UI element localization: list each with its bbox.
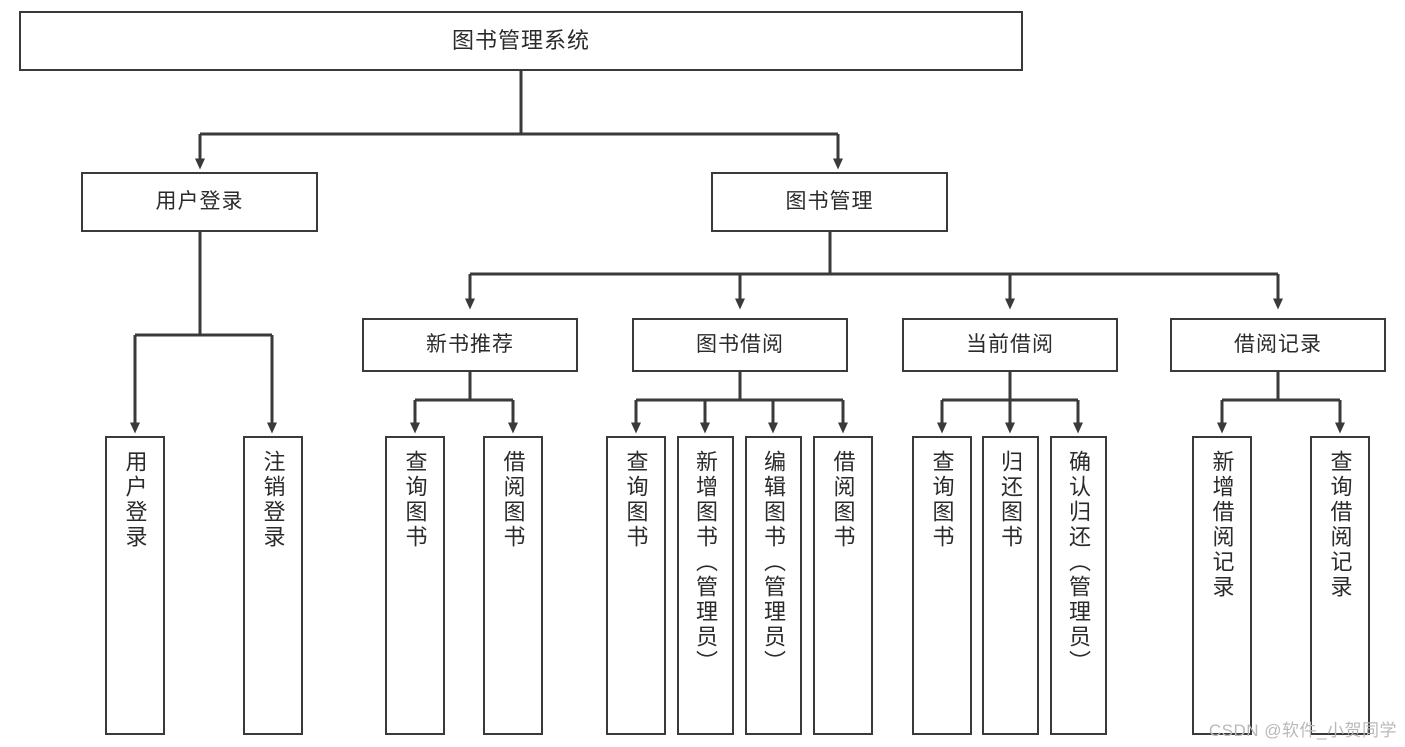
node-label: 新书推荐 (426, 332, 514, 356)
node-label: 查询借阅记录 (1327, 450, 1353, 600)
leaf-borrow-record-query[interactable]: 查询借阅记录 (1310, 436, 1370, 735)
leaf-new-book-query[interactable]: 查询图书 (385, 436, 445, 735)
node-label: 确认归还（管理员） (1066, 450, 1092, 675)
node-book-borrow[interactable]: 图书借阅 (632, 318, 848, 372)
node-label: 当前借阅 (966, 332, 1054, 356)
node-label: 注销登录 (260, 450, 286, 550)
node-label: 编辑图书（管理员） (761, 450, 787, 675)
node-label: 借阅图书 (500, 450, 526, 550)
node-current-borrow[interactable]: 当前借阅 (902, 318, 1118, 372)
leaf-new-book-borrow[interactable]: 借阅图书 (483, 436, 543, 735)
leaf-current-borrow-query[interactable]: 查询图书 (912, 436, 972, 735)
leaf-current-borrow-return[interactable]: 归还图书 (982, 436, 1039, 735)
node-label: 用户登录 (122, 450, 148, 550)
node-label: 图书管理系统 (451, 28, 590, 54)
node-new-book-recommend[interactable]: 新书推荐 (362, 318, 578, 372)
node-label: 查询图书 (623, 450, 649, 550)
node-book-management[interactable]: 图书管理 (711, 172, 948, 232)
leaf-book-borrow-query[interactable]: 查询图书 (606, 436, 666, 735)
csdn-watermark: CSDN @软件_小贺同学 (1208, 721, 1397, 740)
leaf-borrow-record-add[interactable]: 新增借阅记录 (1192, 436, 1252, 735)
node-borrow-record[interactable]: 借阅记录 (1170, 318, 1386, 372)
leaf-book-borrow-add-admin[interactable]: 新增图书（管理员） (677, 436, 734, 735)
node-label: 借阅记录 (1234, 332, 1322, 356)
node-label: 归还图书 (998, 450, 1024, 550)
leaf-book-borrow-edit-admin[interactable]: 编辑图书（管理员） (745, 436, 802, 735)
node-label: 借阅图书 (830, 450, 856, 550)
leaf-book-borrow-borrow[interactable]: 借阅图书 (813, 436, 873, 735)
node-label: 新增图书（管理员） (693, 450, 719, 675)
node-label: 查询图书 (929, 450, 955, 550)
node-label: 查询图书 (402, 450, 428, 550)
leaf-current-borrow-confirm-admin[interactable]: 确认归还（管理员） (1050, 436, 1107, 735)
node-user-login[interactable]: 用户登录 (81, 172, 318, 232)
node-label: 新增借阅记录 (1209, 450, 1235, 600)
leaf-user-login-login[interactable]: 用户登录 (105, 436, 165, 735)
leaf-user-login-logout[interactable]: 注销登录 (243, 436, 303, 735)
node-label: 用户登录 (155, 189, 244, 213)
node-root-book-management-system[interactable]: 图书管理系统 (19, 11, 1023, 71)
node-label: 图书管理 (785, 189, 874, 213)
node-label: 图书借阅 (696, 332, 784, 356)
